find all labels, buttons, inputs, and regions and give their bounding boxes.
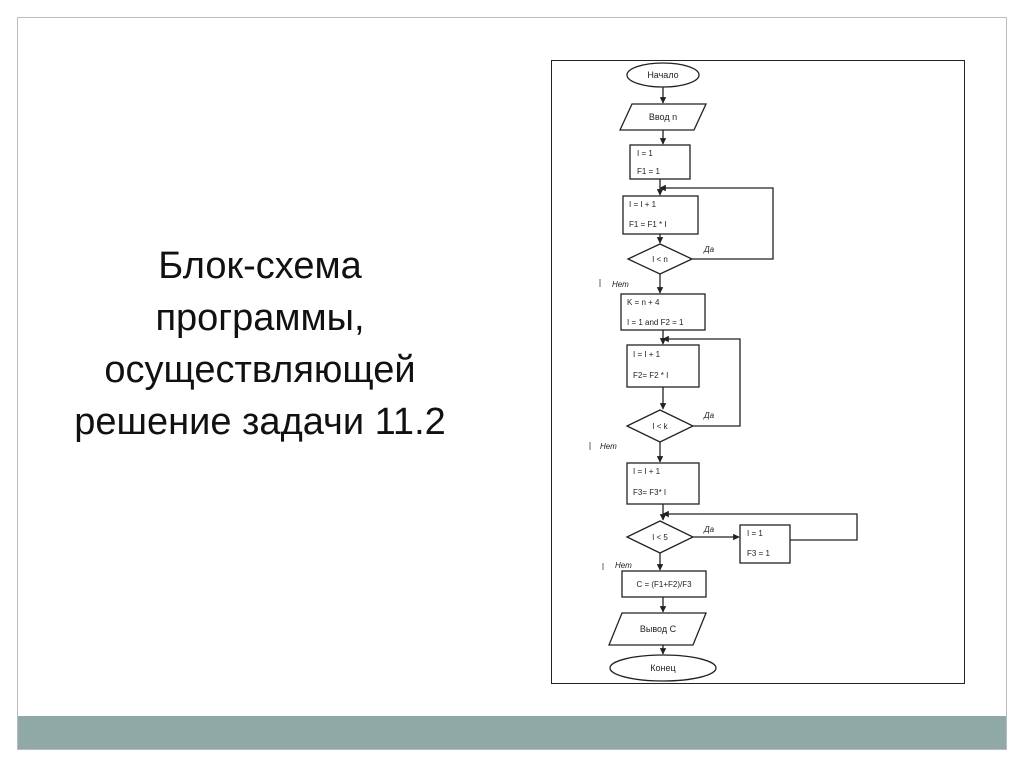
loop2-back-arrow: [662, 335, 741, 427]
end-terminal: [609, 654, 717, 682]
loop2-line-2: F2= F2 * I: [633, 371, 668, 380]
cond3-label: I < 5: [652, 533, 668, 542]
cond1-yes-label: Да: [703, 245, 715, 254]
cond2-yes-label: Да: [703, 411, 715, 420]
loop3-line-1: I = I + 1: [633, 467, 661, 476]
calc-label: C = (F1+F2)/F3: [636, 580, 692, 589]
output-label: Вывод C: [640, 624, 677, 634]
init-line-1: I = 1: [637, 149, 653, 158]
reset-line-2: F3 = 1: [747, 549, 770, 558]
loop3-back-arrow: [662, 510, 858, 541]
loop2-line-1: I = I + 1: [633, 350, 661, 359]
bottom-band: [18, 716, 1006, 749]
title-line-4: решение задачи 11.2: [74, 401, 446, 443]
reset-line-1: I = 1: [747, 529, 763, 538]
cond1-no-label: Нет: [612, 280, 629, 289]
input-label: Ввод n: [649, 112, 677, 122]
loop1-line-2: F1 = F1 * I: [629, 220, 667, 229]
setup2-line-1: K = n + 4: [627, 298, 660, 307]
init-line-2: F1 = 1: [637, 167, 660, 176]
cond2-no-label: Нет: [600, 442, 617, 451]
loop1-line-1: I = I + 1: [629, 200, 657, 209]
output-parallelogram: [608, 612, 707, 646]
title-line-2: программы,: [155, 297, 365, 339]
reset-box: [739, 524, 791, 564]
loop1-back-arrow: [659, 184, 774, 260]
setup2-line-2: I = 1 and F2 = 1: [627, 318, 684, 327]
title-line-1: Блок-схема: [158, 245, 362, 287]
diagram-frame: [551, 60, 965, 684]
loop3-line-2: F3= F3* I: [633, 488, 666, 497]
cond3-yes-label: Да: [703, 525, 715, 534]
start-label: Начало: [647, 70, 678, 80]
calc-box: [621, 570, 707, 598]
title-line-3: осуществляющей: [104, 349, 416, 391]
cond3-no-label: Нет: [615, 561, 632, 570]
input-parallelogram: [618, 103, 708, 131]
cond2-label: I < k: [652, 422, 668, 431]
init-box: [629, 144, 691, 180]
end-label: Конец: [650, 663, 675, 673]
loop3-body-box: [626, 462, 700, 505]
cond1-label: I < n: [652, 255, 668, 264]
setup2-box: [620, 293, 706, 331]
slide-title: Блок-схема программы, осуществляющей реш…: [25, 240, 495, 448]
